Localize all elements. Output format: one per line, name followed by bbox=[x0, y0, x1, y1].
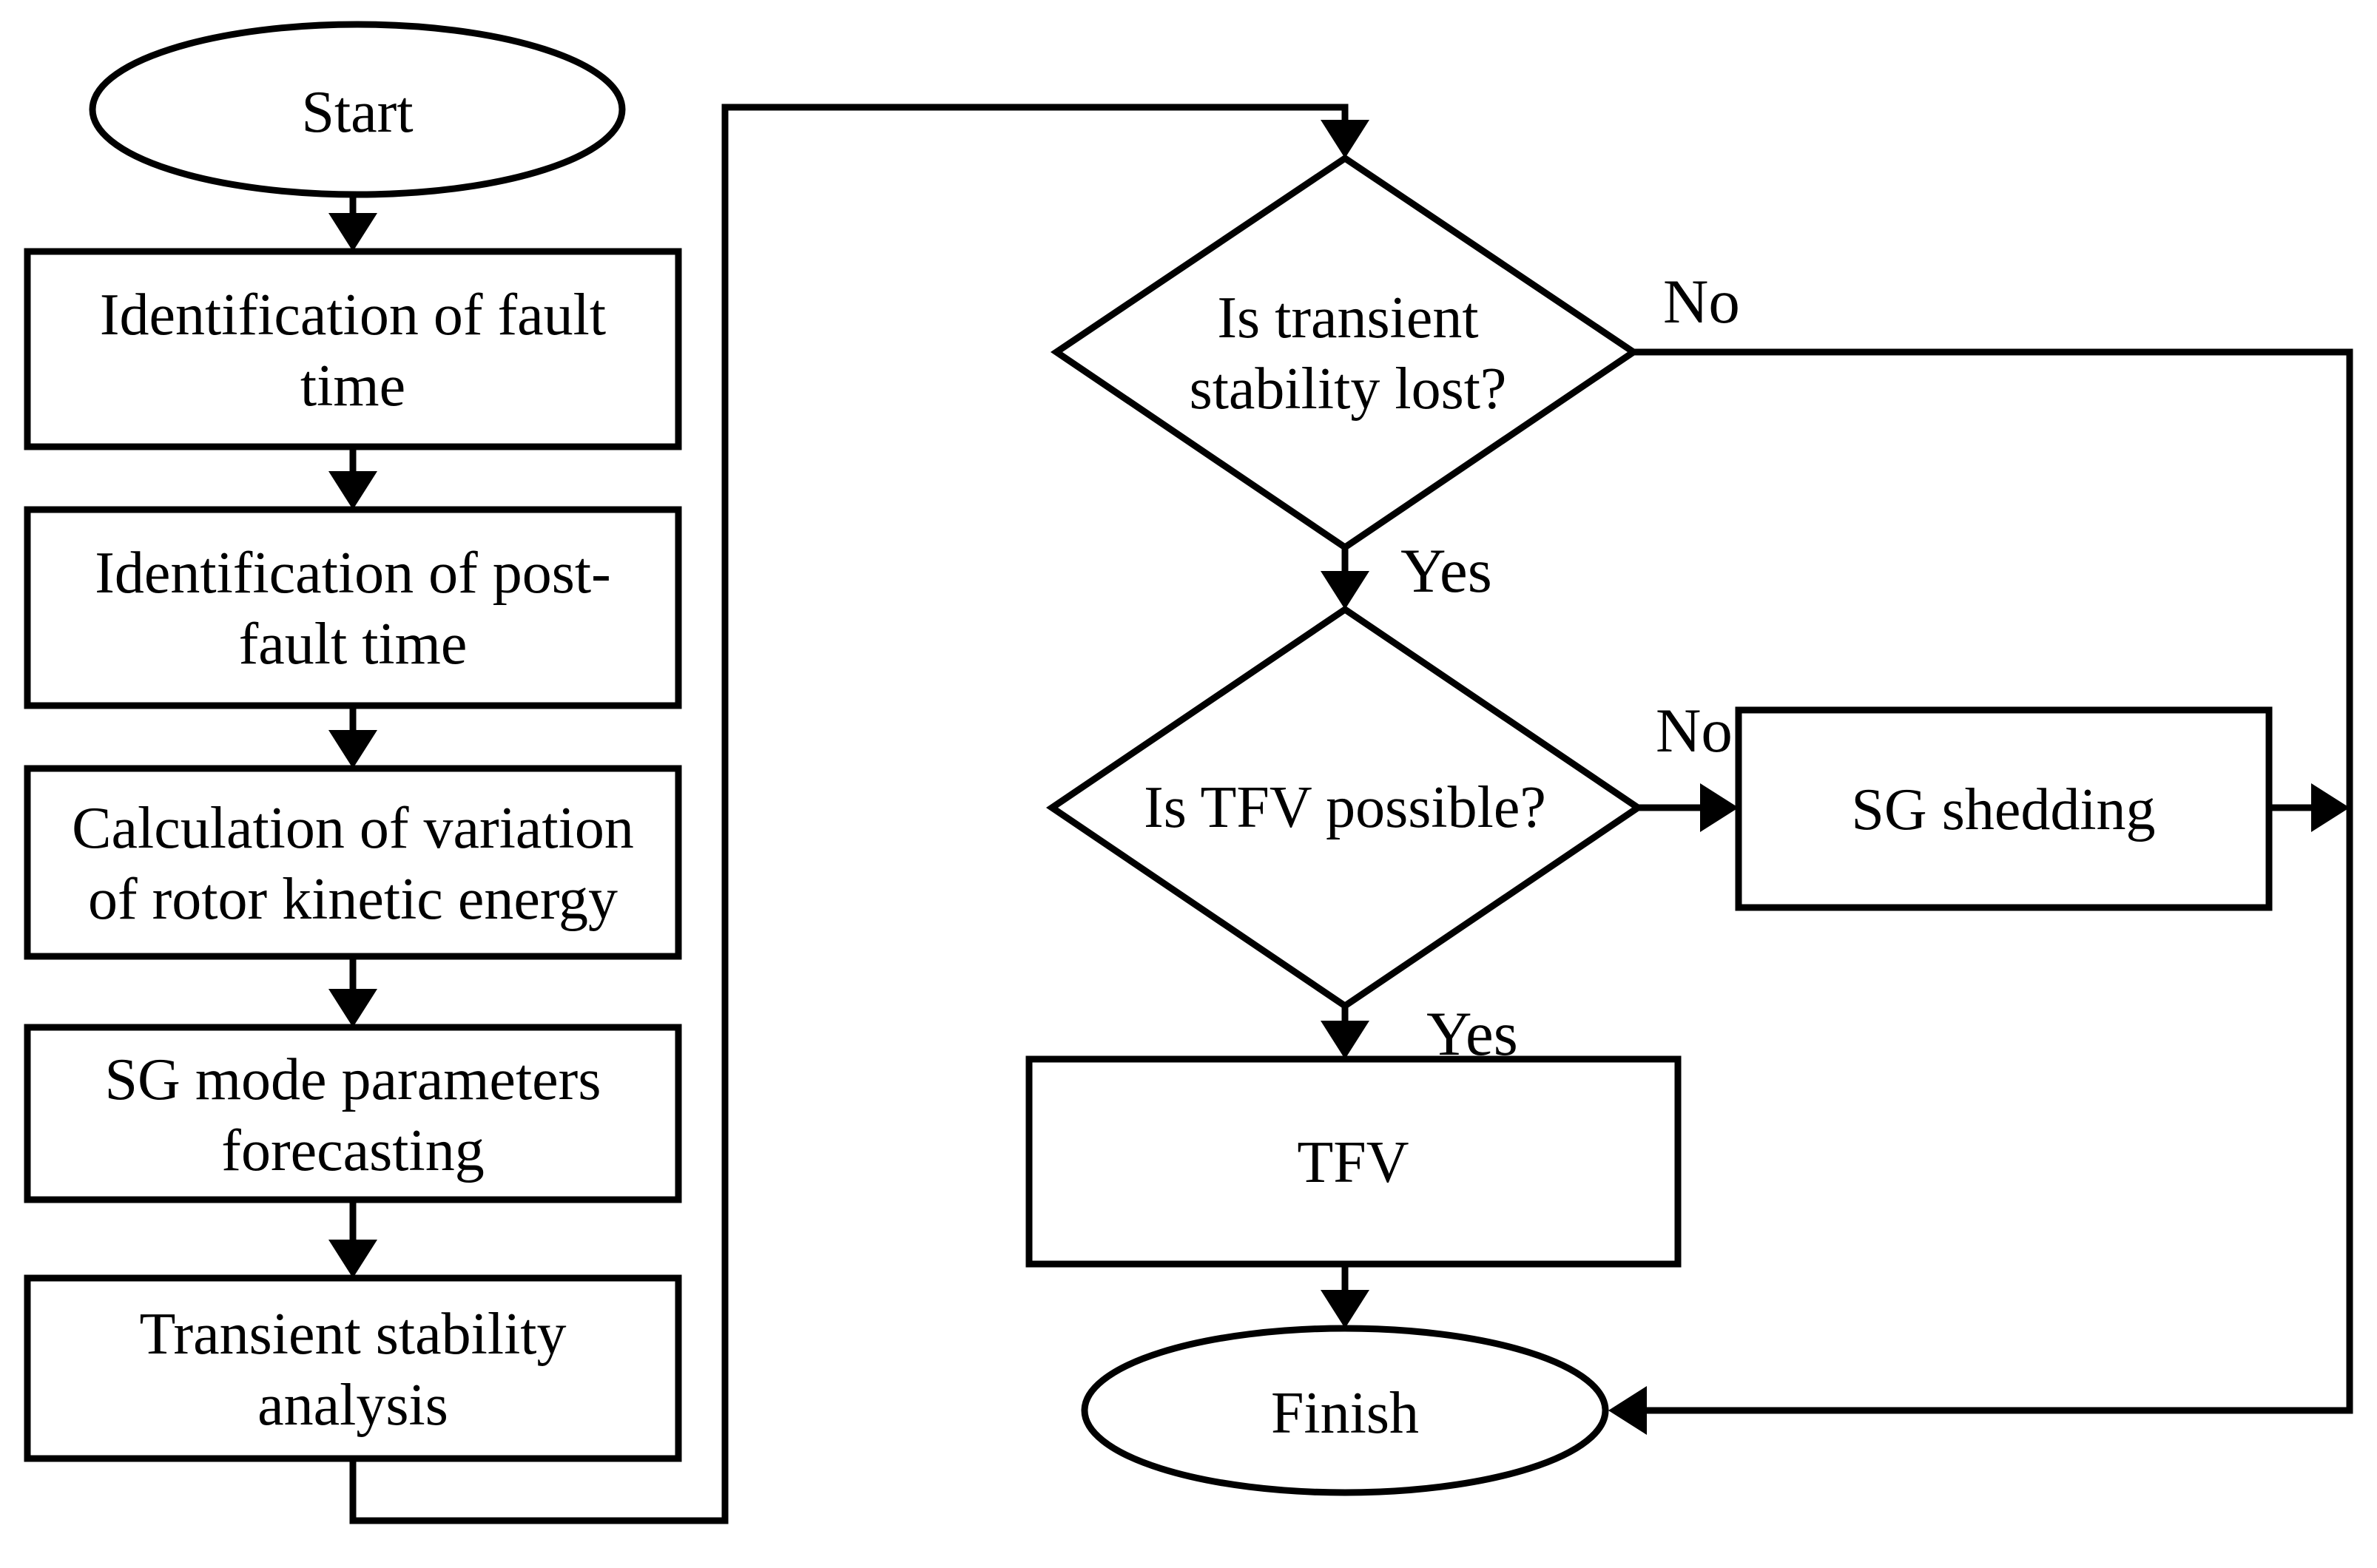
process-box-sg-mode-parameters-forecasting bbox=[24, 1024, 682, 1203]
arrowhead-into-sg-shedding bbox=[1700, 783, 1739, 832]
sg-shedding-label: SG shedding bbox=[1851, 777, 2155, 842]
d2-label: Is TFV possible? bbox=[1144, 775, 1546, 840]
p4-label-line2: forecasting bbox=[221, 1118, 484, 1183]
arrowhead-sg-to-right-line bbox=[2311, 783, 2350, 832]
p2-label-line1: Identification of post- bbox=[95, 541, 611, 606]
p5-label-line2: analysis bbox=[257, 1373, 448, 1438]
arrowhead-into-tfv bbox=[1321, 1021, 1369, 1059]
arrowhead-into-p3 bbox=[328, 730, 377, 768]
process-box-sg-shedding bbox=[1735, 706, 2273, 911]
start-label: Start bbox=[301, 80, 413, 145]
process-box-identification-post-fault-time bbox=[24, 506, 682, 709]
decision1-yes-label: Yes bbox=[1400, 536, 1492, 606]
arrowhead-into-p4 bbox=[328, 989, 377, 1027]
d1-label-line1: Is transient bbox=[1217, 285, 1478, 351]
finish-ellipse bbox=[1081, 1325, 1609, 1496]
arrowhead-into-decision2 bbox=[1321, 571, 1369, 609]
edge-analysis-to-decision1-loop bbox=[349, 104, 1349, 1524]
arrowhead-into-p1 bbox=[328, 213, 377, 251]
decision1-no-label: No bbox=[1663, 267, 1740, 337]
start-ellipse bbox=[89, 21, 626, 198]
process-box-calculation-rotor-kinetic-energy bbox=[24, 765, 682, 960]
process-box-identification-fault-time bbox=[24, 248, 682, 450]
decision2-yes-label: Yes bbox=[1426, 999, 1518, 1069]
p1-label-line2: time bbox=[300, 354, 405, 419]
p3-label-line2: of rotor kinetic energy bbox=[88, 867, 618, 932]
process-box-tfv bbox=[1025, 1055, 1682, 1268]
decision-diamond-transient-stability-lost bbox=[1050, 154, 1640, 552]
arrowhead-into-p5 bbox=[328, 1240, 377, 1278]
p4-label-line1: SG mode parameters bbox=[105, 1047, 601, 1112]
process-box-transient-stability-analysis bbox=[24, 1274, 682, 1462]
p5-label-line1: Transient stability bbox=[139, 1302, 566, 1367]
d1-label-line2: stability lost? bbox=[1190, 356, 1507, 422]
p2-label-line2: fault time bbox=[239, 612, 468, 677]
arrowhead-into-decision1 bbox=[1321, 120, 1369, 158]
arrowhead-into-finish-top bbox=[1321, 1290, 1369, 1328]
edge-decision1-no-to-finish bbox=[1633, 348, 2353, 1414]
arrowhead-into-p2 bbox=[328, 471, 377, 510]
tfv-label: TFV bbox=[1297, 1130, 1409, 1195]
decision-diamond-tfv-possible bbox=[1045, 605, 1645, 1010]
decision2-no-label: No bbox=[1656, 696, 1733, 766]
p3-label-line1: Calculation of variation bbox=[72, 796, 634, 861]
finish-label: Finish bbox=[1271, 1381, 1419, 1446]
arrowhead-into-finish-right bbox=[1608, 1386, 1647, 1435]
p1-label-line1: Identification of fault bbox=[100, 283, 606, 348]
